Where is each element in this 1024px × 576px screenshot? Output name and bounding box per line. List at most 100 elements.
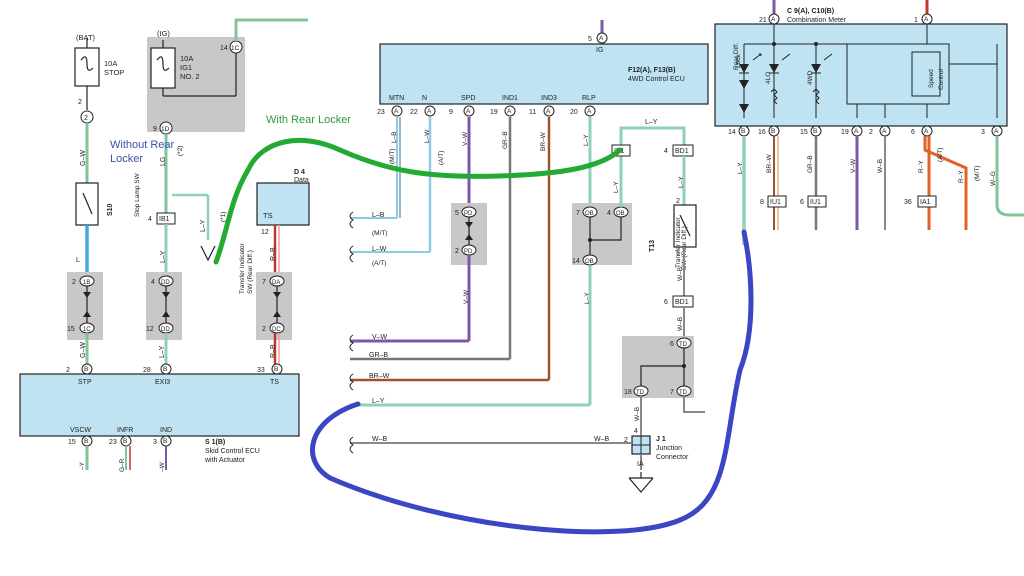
svg-text:Transfer Indicator: Transfer Indicator — [239, 242, 246, 294]
ecu-pin-name: MTN — [389, 95, 404, 102]
svg-text:DA: DA — [272, 280, 280, 286]
svg-text:Combination Meter: Combination Meter — [787, 17, 847, 24]
svg-text:(A/T): (A/T) — [372, 260, 386, 267]
svg-text:(M/T): (M/T) — [372, 230, 388, 237]
svg-text:Transfer Indicator: Transfer Indicator — [675, 216, 682, 268]
svg-text:DC: DC — [272, 327, 281, 333]
svg-text:G–W: G–W — [80, 150, 87, 166]
ecu-pin-marker — [391, 105, 403, 117]
meter-pin-letter: A — [994, 128, 999, 135]
meter-pin-letter: B — [771, 128, 775, 135]
svg-text:Stop Lamp SW: Stop Lamp SW — [134, 172, 141, 217]
svg-text:W–B: W–B — [677, 267, 684, 281]
svg-text:2: 2 — [66, 367, 70, 374]
ecu-pin-name: IND3 — [541, 95, 557, 102]
svg-text:G–R: G–R — [119, 458, 126, 472]
meter-pin-letter: A — [854, 128, 859, 135]
svg-text:NO. 2: NO. 2 — [180, 72, 200, 81]
ecu-pin-letter: A — [546, 108, 551, 115]
svg-text:36: 36 — [904, 199, 912, 206]
svg-text:23: 23 — [109, 439, 117, 446]
svg-text:V–W: V–W — [462, 131, 469, 146]
svg-text:Connector: Connector — [656, 454, 689, 461]
svg-text:IU1: IU1 — [810, 199, 821, 206]
svg-text:SW (Rear Diff.): SW (Rear Diff.) — [247, 250, 254, 294]
svg-text:BD1: BD1 — [675, 148, 689, 155]
meter-pin-number: 14 — [728, 129, 736, 136]
svg-text:L–B: L–B — [391, 131, 398, 143]
svg-text:IB1: IB1 — [159, 216, 170, 223]
svg-text:C 9(A), C10(B): C 9(A), C10(B) — [787, 8, 834, 15]
svg-text:BR–W: BR–W — [766, 153, 773, 173]
svg-text:V–W: V–W — [850, 158, 857, 173]
meter-pin-letter: B — [741, 128, 745, 135]
svg-text:–Y: –Y — [79, 461, 86, 470]
4wd-led — [811, 53, 833, 74]
svg-text:L–Y: L–Y — [583, 134, 590, 146]
svg-text:(A/T): (A/T) — [937, 148, 944, 162]
meter-pin-number: 16 — [758, 129, 766, 136]
svg-text:14: 14 — [220, 45, 228, 52]
svg-text:5: 5 — [455, 210, 459, 217]
svg-text:V–W: V–W — [463, 289, 470, 304]
ecu-pin-marker — [584, 105, 596, 117]
svg-text:W–B: W–B — [877, 159, 884, 173]
svg-text:BR–W: BR–W — [540, 131, 547, 151]
svg-text:1C: 1C — [231, 45, 240, 52]
ecu-pin-name: RLP — [582, 95, 596, 102]
ecu-pin-number: 20 — [570, 109, 578, 116]
svg-text:STP: STP — [78, 379, 92, 386]
svg-text:R–Y: R–Y — [918, 160, 925, 173]
ecu-pin-letter: A — [394, 108, 399, 115]
svg-text:7: 7 — [670, 389, 674, 396]
svg-text:IG1: IG1 — [180, 63, 192, 72]
svg-text:A: A — [924, 16, 929, 23]
svg-text:IA1: IA1 — [920, 199, 931, 206]
svg-text:L–B: L–B — [372, 212, 385, 219]
svg-text:W–B: W–B — [677, 317, 684, 331]
svg-text:1: 1 — [676, 251, 680, 258]
svg-text:F12(A), F13(B): F12(A), F13(B) — [628, 67, 675, 74]
svg-text:5: 5 — [588, 36, 592, 43]
svg-text:2: 2 — [72, 279, 76, 286]
stop-lamp-switch — [75, 182, 99, 226]
svg-text:R–B: R–B — [270, 344, 277, 358]
svg-text:15: 15 — [68, 439, 76, 446]
svg-text:L–Y: L–Y — [737, 162, 744, 174]
svg-text:(M/T): (M/T) — [974, 165, 981, 181]
svg-text:4: 4 — [664, 148, 668, 155]
meter-pin-number: 6 — [911, 129, 915, 136]
svg-text:IG: IG — [596, 47, 603, 54]
svg-text:DD: DD — [161, 327, 170, 333]
svg-text:8: 8 — [760, 199, 764, 206]
svg-text:(*1): (*1) — [220, 212, 227, 222]
4lo-led — [769, 53, 791, 74]
svg-text:B: B — [163, 366, 167, 373]
meter-pin-letter: A — [882, 128, 887, 135]
svg-text:(M/T): (M/T) — [389, 148, 396, 164]
wire-gw-top — [234, 18, 308, 41]
svg-text:BD1: BD1 — [675, 299, 689, 306]
svg-text:Rear Diff.: Rear Diff. — [733, 42, 740, 70]
svg-text:IA: IA — [637, 461, 644, 468]
meter-pin-number: 15 — [800, 129, 808, 136]
svg-text:B: B — [84, 438, 88, 445]
ecu-pin-name: N — [422, 95, 427, 102]
ecu-pin-number: 9 — [449, 109, 453, 116]
svg-text:7: 7 — [576, 210, 580, 217]
svg-text:L–Y: L–Y — [584, 292, 591, 304]
svg-text:4LO: 4LO — [765, 72, 772, 84]
svg-text:33: 33 — [257, 367, 265, 374]
svg-text:GR–B: GR–B — [502, 131, 509, 149]
svg-text:DD: DD — [161, 280, 170, 286]
svg-text:VSCW: VSCW — [70, 427, 91, 434]
svg-text:(*2): (*2) — [177, 146, 184, 156]
svg-text:Lock: Lock — [735, 54, 742, 68]
svg-text:Speed: Speed — [928, 69, 935, 88]
svg-text:TS: TS — [270, 379, 279, 386]
ecu-pin-marker — [504, 105, 516, 117]
svg-text:12: 12 — [146, 326, 154, 333]
svg-text:–W: –W — [159, 461, 166, 472]
